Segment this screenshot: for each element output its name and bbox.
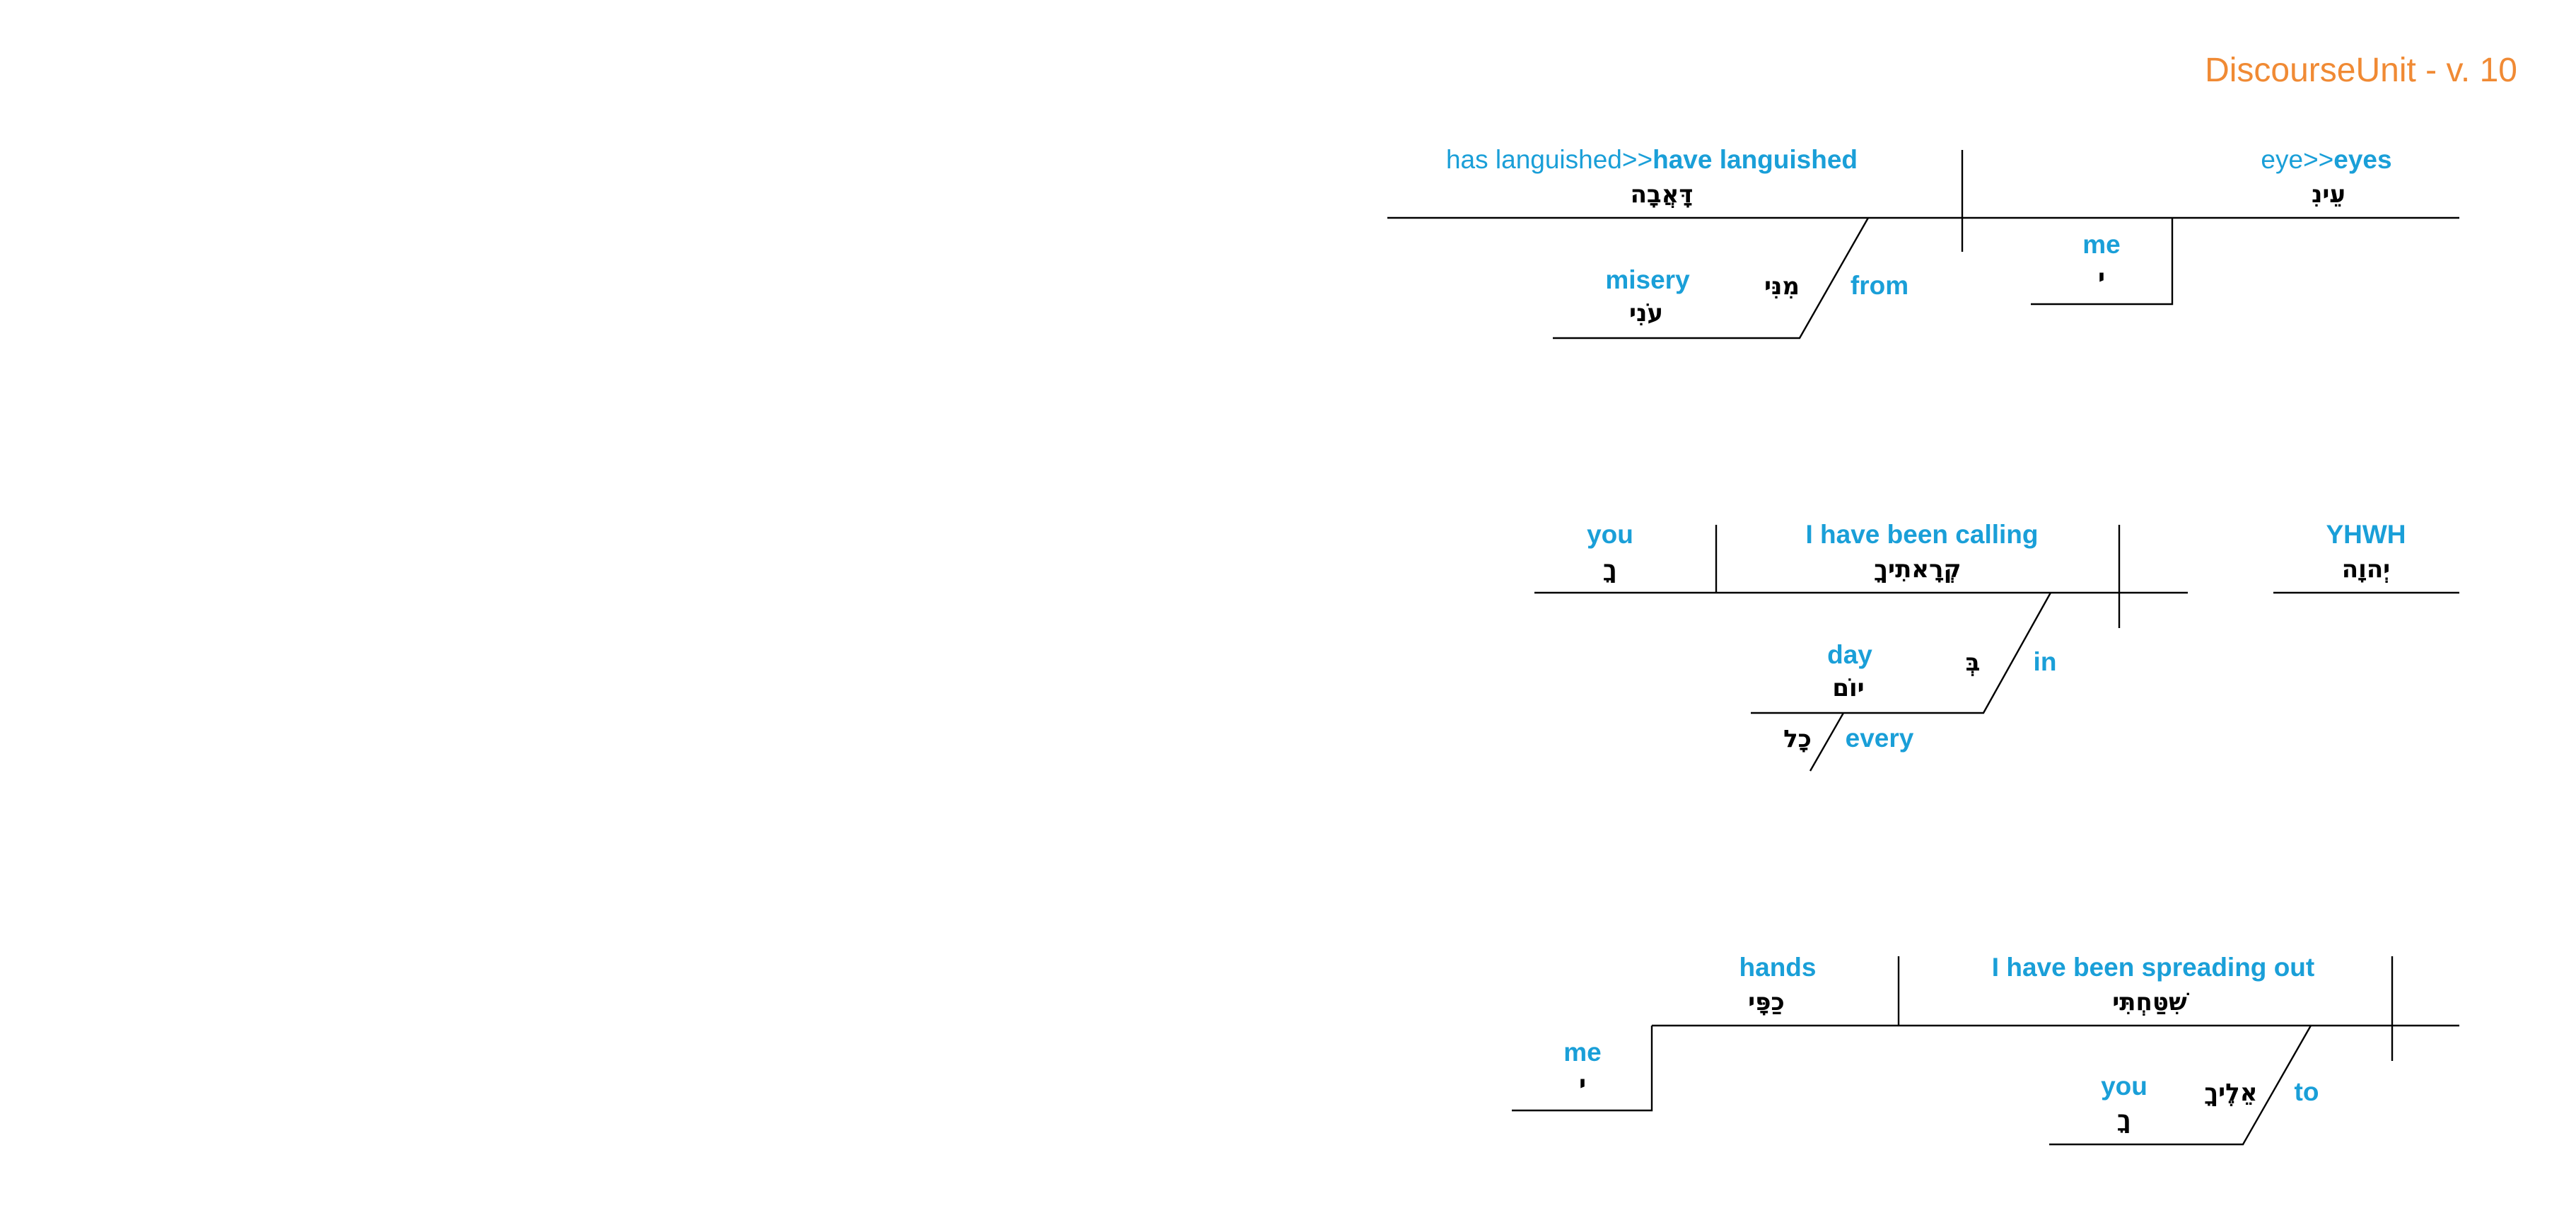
clause-3-possessor-english: me [1563, 1038, 1601, 1067]
clause-2-verb-hebrew: קְרָאתִיךָ [1874, 555, 1961, 584]
clause-2-modifier-line [1809, 712, 1845, 772]
clause-1-possessor-english: me [2082, 230, 2120, 259]
clause-3-object-hebrew: כַפָּי [1748, 988, 1785, 1016]
clause-1-prep-object-hebrew: עֹנִי [1629, 299, 1663, 327]
clause-2-object-english: you [1587, 520, 1633, 549]
clause-3-possessor-line [1512, 1026, 1653, 1112]
clause-1-subject-hebrew: עֵינִ [2312, 180, 2345, 209]
clause-3-preposition-hebrew: אֵלֶיךָ [2205, 1079, 2258, 1107]
clause-2-vocative-english: YHWH [2326, 520, 2406, 549]
clause-2-object-hebrew: ךָ [1603, 555, 1617, 584]
clause-3-verb-english: I have been spreading out [1992, 953, 2314, 982]
clause-3-possessor-hebrew: י [1579, 1070, 1586, 1098]
clause-2-prep-object-hebrew: יוֹם [1832, 674, 1864, 702]
clause-2: YHWH יְהוָה I have been calling קְרָאתִי… [1534, 520, 2459, 772]
clause-1-possessor-hebrew: י [2098, 264, 2105, 292]
clause-1-subject-english: eye>>eyes [2261, 145, 2391, 174]
clause-2-prep-line [1751, 592, 2052, 714]
clause-3-prep-object-english: you [2101, 1072, 2147, 1101]
diagram-title: DiscourseUnit - v. 10 [2205, 52, 2517, 89]
clause-2-prep-object-english: day [1827, 640, 1872, 669]
clause-1-prep-line [1553, 217, 1870, 339]
clause-3-preposition-english: to [2295, 1077, 2319, 1106]
clause-2-preposition-hebrew: בְּ [1966, 649, 1981, 677]
clause-2-modifier-english: every [1846, 724, 1914, 753]
clause-1-preposition-english: from [1851, 271, 1908, 300]
clause-1-preposition-hebrew: מִנִּי [1764, 272, 1800, 301]
clause-3-verb-hebrew: שִׁטַּחְתִּי [2112, 988, 2189, 1016]
clause-3: I have been spreading out שִׁטַּחְתִּי h… [1512, 953, 2459, 1146]
clause-1-prep-object-english: misery [1605, 265, 1690, 294]
clause-2-vocative-hebrew: יְהוָה [2342, 555, 2390, 584]
clause-1-verb-hebrew: דָּאֲבָה [1631, 180, 1694, 209]
clause-3-prep-object-hebrew: ךָ [2117, 1105, 2131, 1134]
clause-1-possessor-line [2031, 218, 2174, 306]
clause-3-prep-line [2049, 1025, 2312, 1146]
clause-1-verb-english: has languished>>have languished [1446, 145, 1858, 174]
clause-2-modifier-hebrew: כָל [1783, 725, 1812, 753]
clause-3-object-english: hands [1739, 953, 1817, 982]
clause-1: has languished>>have languished דָּאֲבָה… [1387, 145, 2459, 339]
clause-2-verb-english: I have been calling [1805, 520, 2038, 549]
clause-2-preposition-english: in [2034, 647, 2057, 676]
